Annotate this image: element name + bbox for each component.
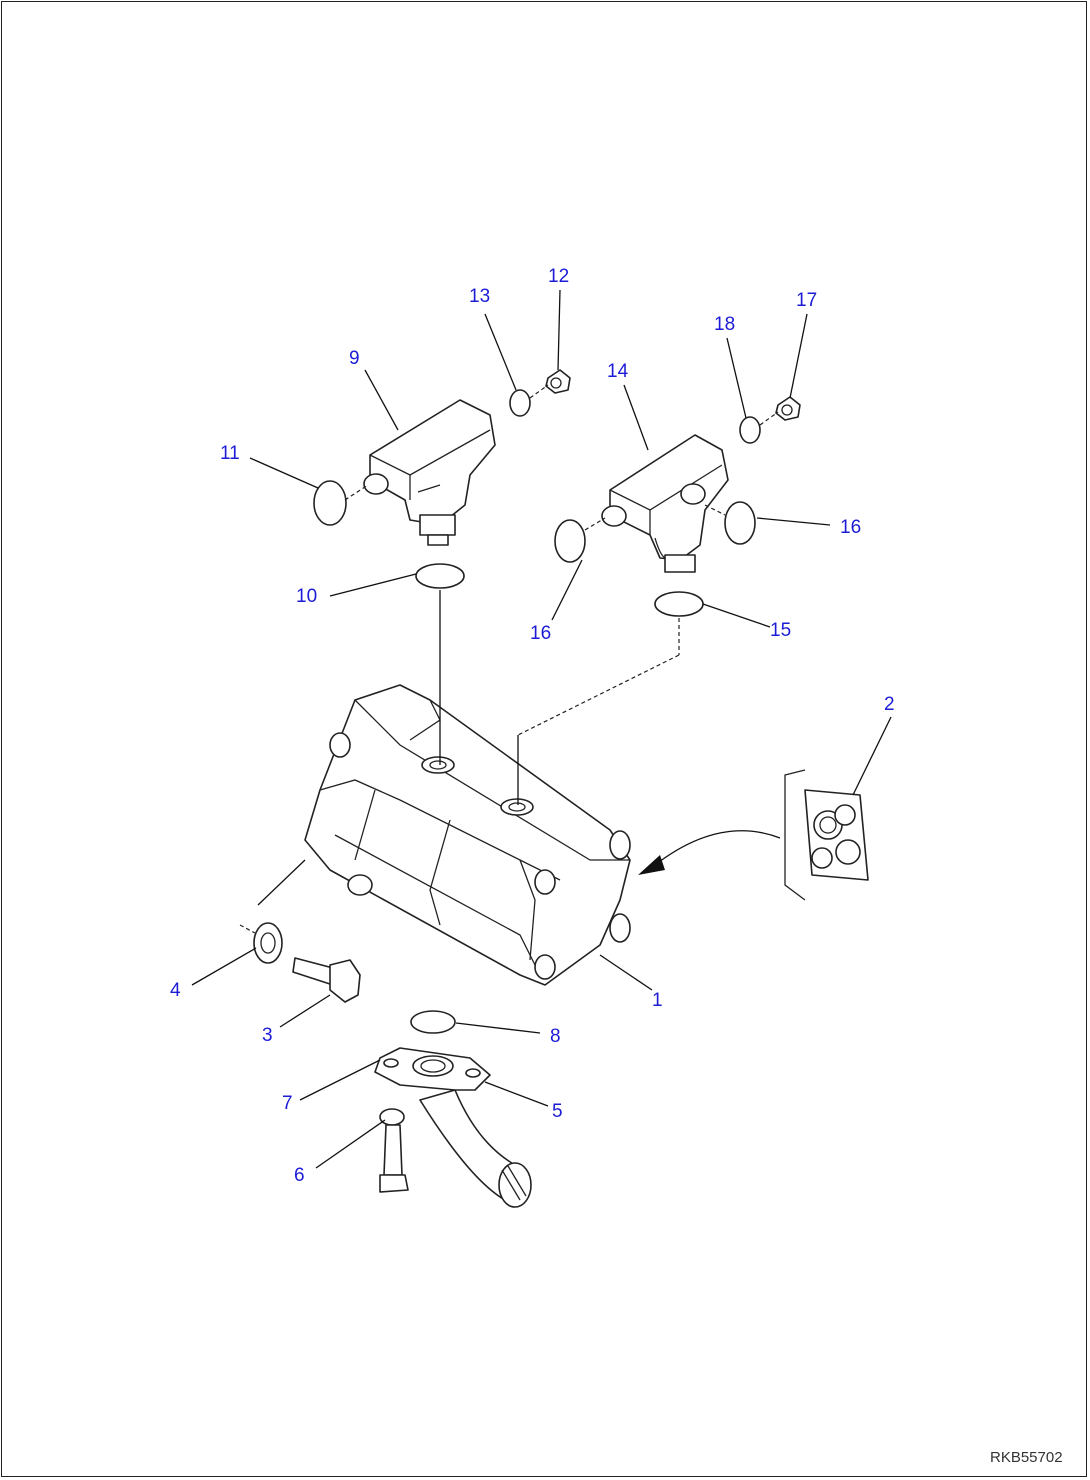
leader-lines xyxy=(191,289,892,1169)
callout-labels: 1 2 3 4 5 6 7 8 9 10 11 12 13 14 15 16 1… xyxy=(170,266,895,1186)
callout-11: 11 xyxy=(220,443,240,464)
o-ring-16-right xyxy=(724,501,756,545)
callout-18: 18 xyxy=(714,314,735,335)
callout-8: 8 xyxy=(550,1026,561,1047)
callout-5: 5 xyxy=(552,1101,563,1122)
callout-3: 3 xyxy=(262,1025,273,1046)
callout-1: 1 xyxy=(652,990,663,1011)
drawing-code: RKB55702 xyxy=(990,1449,1063,1466)
bolt-6-and-washer-7 xyxy=(379,1108,409,1193)
callout-13: 13 xyxy=(469,286,490,307)
callout-12: 12 xyxy=(548,266,569,287)
o-ring-13 xyxy=(509,389,531,417)
callout-10: 10 xyxy=(296,586,317,607)
callout-17: 17 xyxy=(796,290,817,311)
o-ring-8 xyxy=(410,1010,456,1034)
valve-block-14 xyxy=(601,434,729,573)
suction-elbow-5 xyxy=(374,1047,532,1208)
callout-16-right: 16 xyxy=(840,517,861,538)
callout-4: 4 xyxy=(170,980,181,1001)
washer-4 xyxy=(253,922,283,964)
o-ring-18 xyxy=(739,416,761,444)
o-ring-15 xyxy=(654,591,704,617)
callout-14: 14 xyxy=(607,361,629,382)
o-ring-10 xyxy=(415,563,465,589)
o-ring-11 xyxy=(313,480,347,526)
plug-12 xyxy=(545,369,571,394)
callout-2: 2 xyxy=(884,694,895,715)
callout-7: 7 xyxy=(282,1093,293,1114)
callout-15: 15 xyxy=(770,620,791,641)
callout-16-left: 16 xyxy=(530,623,551,644)
valve-block-9 xyxy=(363,399,496,546)
connection-lines xyxy=(239,384,779,934)
callout-6: 6 xyxy=(294,1165,305,1186)
bolt-3 xyxy=(292,957,361,1003)
pump-body xyxy=(304,684,631,986)
o-ring-16-left xyxy=(554,519,586,563)
seal-kit-inset xyxy=(638,769,869,901)
plug-17 xyxy=(775,396,801,421)
callout-9: 9 xyxy=(349,348,360,369)
